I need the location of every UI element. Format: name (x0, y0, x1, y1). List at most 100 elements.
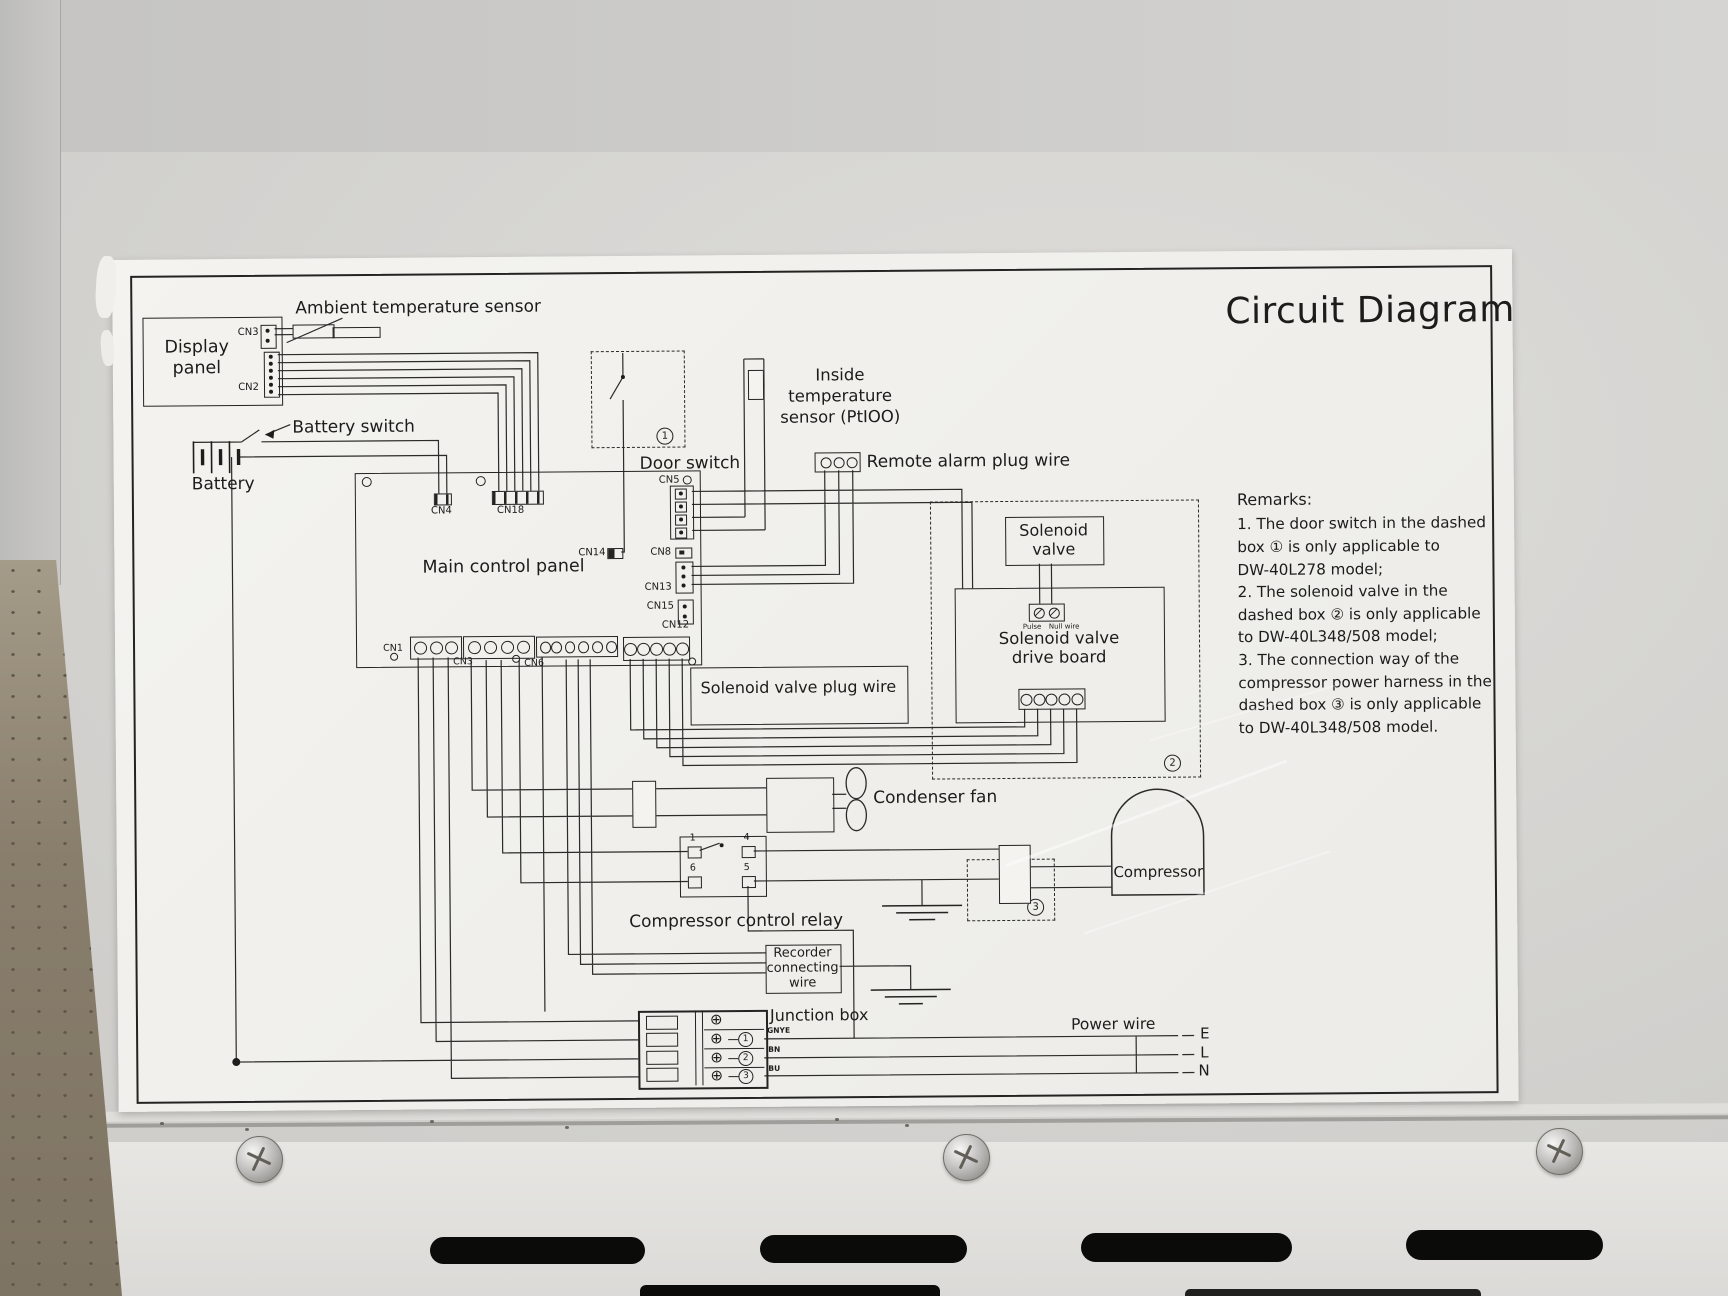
cn5-hole (682, 475, 692, 485)
battery-label: Battery (191, 473, 255, 495)
vent-slot-partial (640, 1285, 940, 1296)
marker-circle-1: 1 (656, 427, 674, 445)
switch-pivot-dot (620, 374, 625, 379)
circuit-diagram-sticker: Circuit Diagram Ambient temperature sens… (112, 249, 1519, 1112)
plug-connector-strip (622, 636, 691, 661)
door-switch-label: Door switch (639, 453, 741, 474)
dirt-speck (565, 1126, 569, 1129)
ambient-sensor-probe (332, 326, 381, 339)
relay-terminal-5 (741, 875, 756, 889)
earth-terminal-icon: ⊕ (710, 1066, 724, 1085)
earth-terminal-icon: ⊕ (710, 1048, 723, 1067)
pointer-arrowhead (265, 429, 275, 439)
screw (943, 1134, 990, 1181)
ground-symbols (870, 904, 963, 1005)
fan-capacitor (632, 780, 657, 828)
battery-switch-label: Battery switch (292, 416, 416, 438)
vent-slot (430, 1237, 645, 1264)
remarks-heading: Remarks: (1236, 489, 1313, 510)
drive-board-label: Solenoid valve drive board (998, 628, 1120, 667)
relay-terminal-1-label: 1 (689, 832, 696, 844)
earth-terminal-icon: ⊕ (710, 1029, 723, 1048)
dirt-speck (160, 1122, 164, 1125)
junction-dash (728, 1076, 739, 1078)
cn5-label: CN5 (658, 474, 680, 486)
marker-circle-2: 2 (1163, 754, 1182, 772)
relay-terminal-1 (687, 846, 702, 859)
wiring-lines (192, 317, 1205, 1079)
junction-box-label: Junction box (769, 1005, 869, 1025)
cn2-label: CN2 (238, 381, 260, 394)
cn3-connector (260, 324, 277, 349)
cn6-connector-strip (535, 636, 619, 658)
fan-blade-icon (845, 767, 867, 800)
display-panel-label: Display panel (164, 337, 230, 379)
fan-blade-icon (845, 799, 868, 832)
ambient-sensor-symbol (292, 324, 335, 339)
inside-sensor-label: Inside temperature sensor (PtIOO) (780, 365, 901, 427)
cn15-label: CN15 (646, 600, 674, 612)
appliance-side-edge (0, 0, 61, 585)
cn6-label: CN6 (524, 657, 545, 669)
cn18-connector (491, 490, 544, 506)
cn3-bottom-connector-strip (462, 635, 536, 660)
cn12-label: CN12 (661, 619, 690, 631)
wire-junction-dot (232, 1058, 241, 1067)
cn5-connector (669, 485, 695, 540)
cn13-connector (675, 561, 694, 594)
junction-dash (728, 1039, 739, 1041)
cn8-connector (675, 547, 693, 559)
power-terminal-n: N (1198, 1061, 1210, 1080)
relay-terminal-6 (687, 876, 702, 889)
cn3-bottom-label: CN3 (453, 656, 474, 668)
vent-slot-partial (1185, 1289, 1481, 1296)
diagram-title: Circuit Diagram (1225, 288, 1515, 333)
cn2-connector (263, 351, 281, 398)
cn1-label: CN1 (383, 642, 403, 654)
relay-terminal-4 (741, 845, 756, 859)
dirt-speck (905, 1124, 909, 1127)
compressor-terminal-box (998, 844, 1032, 905)
cn4-label: CN4 (430, 505, 452, 517)
junction-row-1-number: 1 (738, 1031, 754, 1048)
drive-board-connector (1018, 688, 1086, 710)
power-terminal-l: L (1200, 1043, 1209, 1062)
compressor-outline (1110, 788, 1205, 896)
cn13-label: CN13 (644, 581, 672, 593)
dirt-speck (245, 1128, 249, 1131)
screw (1536, 1128, 1583, 1175)
dirt-speck (430, 1120, 434, 1123)
power-wire-label: Power wire (1070, 1014, 1156, 1034)
cn14-label: CN14 (578, 547, 606, 559)
remote-alarm-connector (814, 452, 861, 473)
relay-terminal-4-label: 4 (743, 832, 750, 844)
vent-slot (1406, 1230, 1603, 1260)
junction-fuse (646, 1032, 679, 1047)
solenoid-valve-label: Solenoid valve (1019, 520, 1089, 559)
wire-color-bn: BN (768, 1044, 781, 1054)
battery-plates-short (200, 448, 241, 466)
junction-row-3-number: 3 (738, 1068, 754, 1085)
cn18-label: CN18 (496, 504, 525, 516)
recorder-wire-label: Recorder connecting wire (766, 945, 839, 991)
junction-dash (728, 1058, 739, 1060)
relay-terminal-5-label: 5 (743, 862, 750, 874)
junction-fuse (646, 1067, 679, 1082)
compressor-label: Compressor (1113, 862, 1204, 882)
background-wall (0, 0, 1728, 154)
condenser-fan-label: Condenser fan (873, 787, 998, 809)
wire-color-bu: BU (768, 1063, 781, 1073)
junction-fuse (645, 1015, 679, 1030)
appliance-lower-panel (0, 1142, 1728, 1296)
wire-color-gnye: GNYE (767, 1025, 791, 1035)
cn4-connector (433, 493, 452, 506)
dirt-speck (835, 1118, 839, 1121)
vent-slot (1081, 1233, 1292, 1262)
battery-plates-long (192, 441, 231, 474)
cn14-connector (607, 547, 624, 560)
power-terminal-e: E (1200, 1024, 1210, 1043)
junction-row-2-number: 2 (738, 1050, 754, 1067)
fan-motor-box (766, 777, 835, 833)
compressor-relay-label: Compressor control relay (629, 910, 844, 932)
